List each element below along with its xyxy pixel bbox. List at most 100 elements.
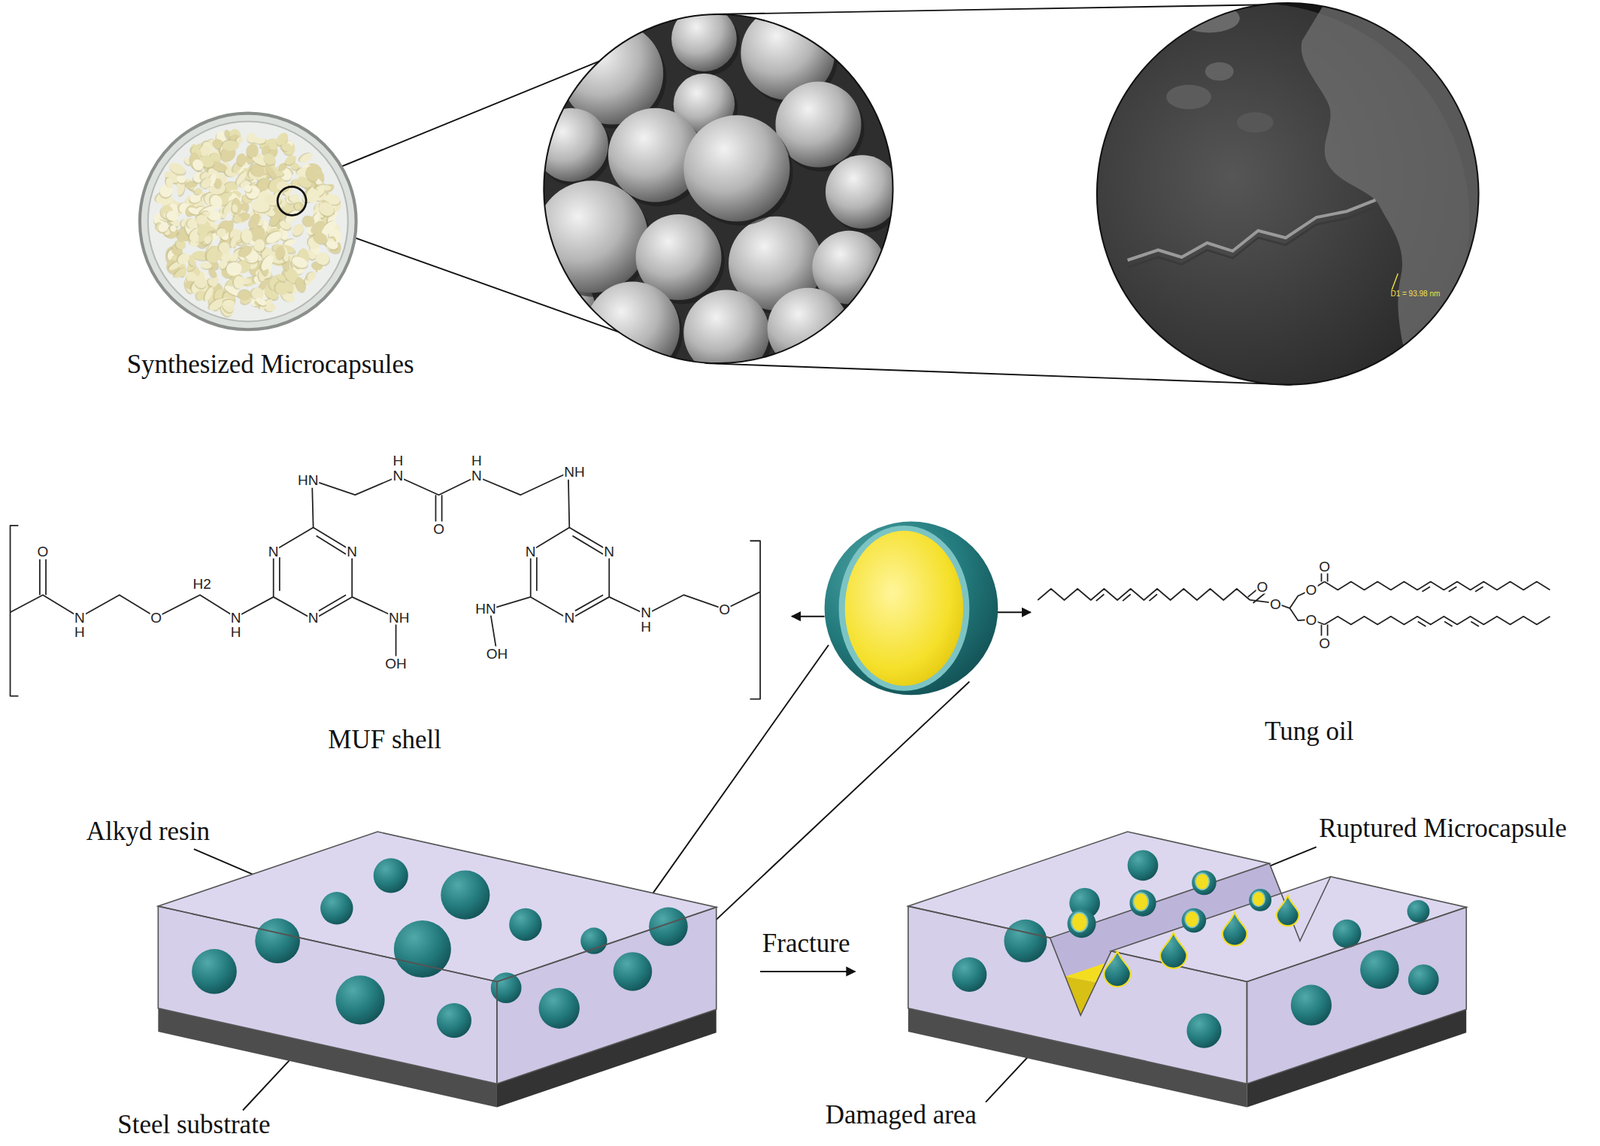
powder-grain (207, 296, 226, 313)
powder-grain (273, 245, 287, 261)
microcapsule (320, 891, 353, 925)
double-bond (1475, 586, 1484, 592)
carbon-chain (1324, 581, 1551, 591)
sem-closeup (1036, 0, 1485, 436)
caption-label: Fracture (762, 930, 851, 958)
microcapsule (580, 927, 607, 955)
microcapsule (191, 948, 237, 994)
atom-label: N (391, 468, 404, 483)
coating-intact (496, 906, 717, 1084)
powder-grain (229, 235, 238, 249)
powder-grain (251, 199, 270, 213)
microcapsule (336, 975, 385, 1025)
petri-dish (148, 121, 349, 322)
microcapsule (539, 987, 580, 1029)
sem-closeup (1166, 84, 1212, 110)
petri-dish (277, 186, 307, 216)
double-bond (1421, 586, 1431, 592)
powder-grain (280, 142, 292, 153)
shell-rim (1251, 890, 1267, 907)
powder-grain (196, 215, 208, 225)
healing-agent (1185, 911, 1199, 927)
microcapsule (1186, 1013, 1222, 1049)
sem-closeup (1127, 206, 1376, 267)
powder-grain (164, 177, 175, 190)
atom-label: OH (485, 645, 510, 661)
powder-grain (247, 212, 263, 230)
atom-label: O (1269, 596, 1282, 612)
microcapsules (191, 857, 688, 1038)
muf-structure (273, 527, 353, 620)
microcapsule (1407, 900, 1431, 923)
powder-grain (315, 251, 330, 266)
powder-grain (231, 203, 239, 213)
microcapsule (839, 525, 970, 691)
atom-label: OH (384, 656, 408, 671)
powder-grain (264, 229, 284, 246)
powder-grain (199, 261, 213, 270)
coating-fractured (1269, 863, 1331, 941)
powder-grain (324, 239, 340, 252)
powder-grain (202, 234, 213, 246)
powder-grain (283, 154, 298, 167)
powder-grain (247, 143, 259, 159)
scale-label: D1 = 93.98 nm (1390, 290, 1440, 299)
ruptured-shell (1248, 888, 1272, 912)
muf-structure (568, 479, 570, 528)
sem-closeup (1178, 3, 1240, 33)
coating-fractured (908, 831, 1270, 938)
powder-grain (167, 160, 188, 177)
tung-oil-structure (1321, 624, 1328, 637)
healing-agent (1072, 912, 1088, 931)
atom-label: NH (387, 610, 410, 625)
leader-lines (791, 615, 825, 618)
atom-label: N (345, 543, 358, 558)
muf-structure (609, 591, 761, 615)
double-bond (1418, 621, 1427, 627)
microcapsule (373, 857, 409, 893)
sem-closeup (1127, 200, 1376, 261)
zoom-lines (706, 363, 1292, 385)
powder-grain (199, 175, 214, 191)
double-bond (1096, 593, 1105, 601)
double-bond (1448, 586, 1458, 592)
powder (151, 127, 345, 319)
atom-label: O (149, 610, 163, 625)
ruptured-microcapsules (1067, 870, 1300, 988)
sem-sphere (536, 180, 649, 293)
sem-sphere (683, 115, 790, 222)
double-bond (1470, 621, 1479, 627)
atom-label: H (470, 453, 483, 468)
microcapsule (254, 918, 300, 964)
atom-label: O (1305, 612, 1319, 627)
atom-label: H (639, 619, 652, 634)
atom-label: N (639, 605, 652, 620)
caption-label: Alkyd resin (86, 818, 210, 846)
muf-structure (536, 535, 604, 613)
atom-label: N (470, 468, 483, 483)
microcapsule (436, 1003, 472, 1038)
coating-fractured (908, 831, 1467, 1107)
powder-grain (215, 227, 228, 239)
powder-grain (225, 260, 243, 277)
powder-grain (217, 257, 229, 270)
powder-grain (156, 220, 171, 235)
atom-label: O (718, 602, 731, 617)
powder-grain (251, 155, 267, 168)
carbon-chain (1037, 588, 1250, 600)
powder-grain (232, 215, 243, 225)
atom-label: O (432, 521, 446, 537)
atom-label: H (73, 624, 86, 640)
caption-label: Tung oil (1264, 718, 1354, 746)
atom-label: N (563, 610, 576, 625)
powder-grain (175, 232, 186, 244)
shell-rim (1132, 892, 1149, 912)
muf-structure (750, 540, 761, 699)
powder-grain (305, 269, 318, 282)
sem-closeup (1096, 3, 1479, 385)
microcapsule (1408, 963, 1440, 995)
powder-grain (253, 238, 267, 252)
muf-structure (10, 473, 761, 700)
